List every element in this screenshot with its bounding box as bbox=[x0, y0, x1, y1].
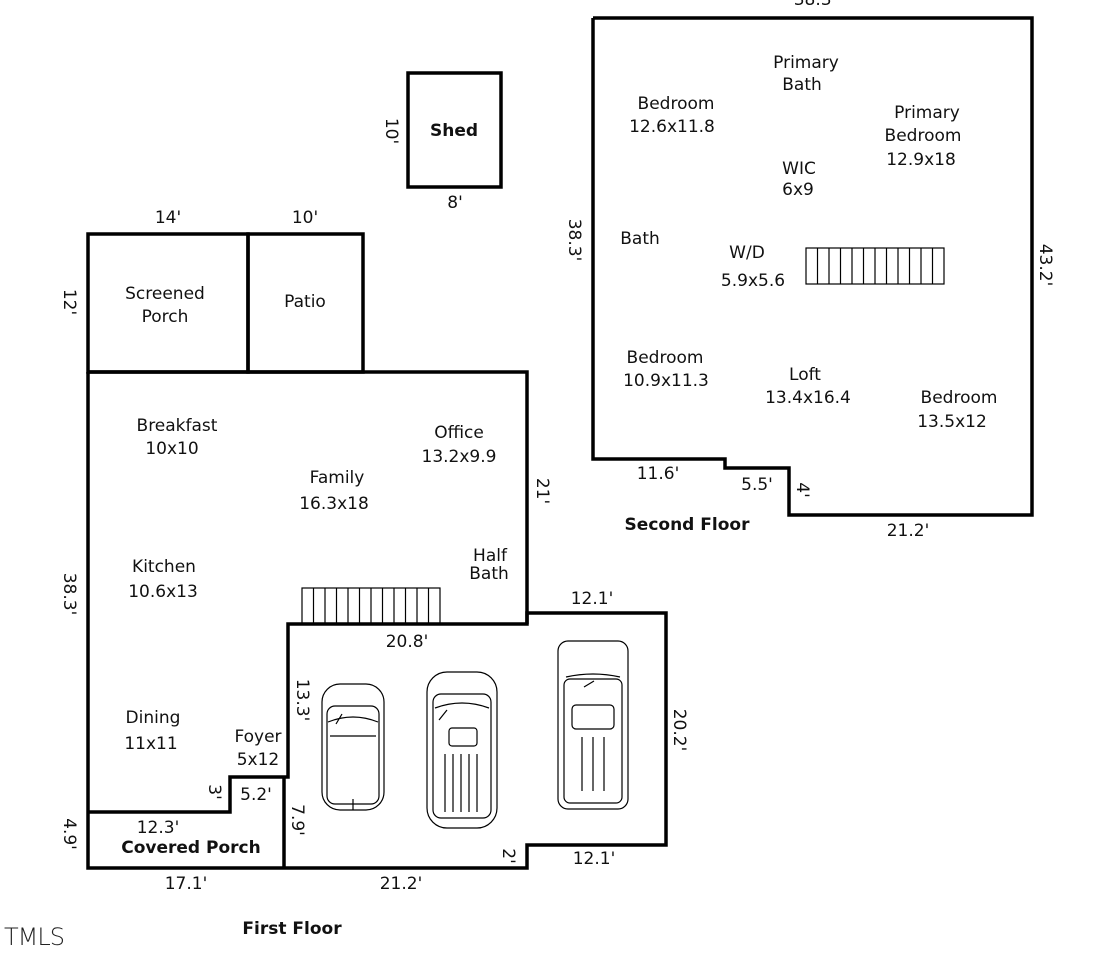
dim-second-step-side: 4' bbox=[792, 482, 812, 498]
room-kitchen-size: 10.6x13 bbox=[128, 582, 198, 602]
dim-second-step: 5.5' bbox=[741, 475, 773, 495]
room-primary-bath-line2: Bath bbox=[782, 75, 822, 95]
room-primary-bedroom-size: 12.9x18 bbox=[886, 150, 956, 170]
second-floor-outline bbox=[591, 16, 1034, 517]
dim-garage-top: 20.8' bbox=[386, 632, 429, 652]
first-floor: 14' 10' 12' Screened Porch Patio Breakfa… bbox=[59, 208, 689, 939]
shed: Shed 10' 8' bbox=[381, 71, 503, 213]
room-covered-porch: Covered Porch bbox=[121, 838, 260, 858]
dim-left-main: 38.3' bbox=[59, 573, 79, 616]
garage-outline bbox=[86, 372, 668, 870]
room-primary-bedroom: Primary bbox=[894, 103, 960, 123]
room-wic: WIC bbox=[782, 159, 816, 179]
room-loft-size: 13.4x16.4 bbox=[765, 388, 851, 408]
dim-garage-right: 20.2' bbox=[669, 709, 689, 752]
main-house-outline bbox=[88, 370, 529, 814]
dim-porch-top: 14' bbox=[155, 208, 181, 228]
room-wd: W/D bbox=[729, 243, 765, 263]
room-foyer: Foyer bbox=[234, 727, 281, 747]
car-icon bbox=[321, 683, 385, 811]
dim-second-left: 38.3' bbox=[564, 219, 584, 262]
dim-porch-left: 4.9' bbox=[59, 818, 79, 850]
room-dining: Dining bbox=[126, 708, 181, 728]
room-family: Family bbox=[310, 468, 365, 488]
first-floor-stairs bbox=[301, 587, 441, 625]
room-bedroom-1: Bedroom bbox=[638, 94, 715, 114]
room-bedroom-3-size: 13.5x12 bbox=[917, 412, 987, 432]
dim-second-bottom: 21.2' bbox=[887, 521, 930, 541]
room-wd-size: 5.9x5.6 bbox=[721, 271, 785, 291]
room-office: Office bbox=[434, 423, 484, 443]
shed-dim-bottom: 8' bbox=[447, 193, 463, 213]
mls-watermark: TMLS bbox=[4, 923, 64, 951]
dim-porch-inner: 12.3' bbox=[137, 818, 180, 838]
room-primary-bath: Primary bbox=[773, 53, 839, 73]
dim-second-right: 43.2' bbox=[1035, 244, 1055, 287]
room-loft: Loft bbox=[789, 365, 821, 385]
room-foyer-size: 5x12 bbox=[237, 750, 280, 770]
dim-foyer-step: 3' bbox=[204, 784, 224, 800]
room-office-size: 13.2x9.9 bbox=[422, 447, 497, 467]
second-floor-stairs bbox=[805, 247, 945, 285]
room-family-size: 16.3x18 bbox=[299, 494, 369, 514]
first-floor-title: First Floor bbox=[242, 919, 342, 939]
dim-second-top: 38.3' bbox=[794, 0, 837, 10]
dim-garage-step: 2' bbox=[498, 848, 518, 864]
room-bedroom-1-size: 12.6x11.8 bbox=[629, 117, 715, 137]
car-icon bbox=[426, 671, 498, 829]
dim-foyer-bottom: 5.2' bbox=[240, 785, 272, 805]
dim-patio-top: 10' bbox=[292, 208, 318, 228]
room-bedroom-2: Bedroom bbox=[627, 348, 704, 368]
dim-garage-left-lower: 7.9' bbox=[287, 804, 307, 836]
room-bedroom-2-size: 10.9x11.3 bbox=[623, 371, 709, 391]
room-screened-porch: Screened bbox=[125, 284, 205, 304]
dim-garage-bottom: 21.2' bbox=[380, 874, 423, 894]
dim-garage-left-upper: 13.3' bbox=[292, 679, 312, 722]
room-patio: Patio bbox=[284, 292, 326, 312]
room-half-bath-line2: Bath bbox=[469, 564, 509, 584]
room-kitchen: Kitchen bbox=[132, 557, 196, 577]
second-floor: 38.3' 38.3' 43.2' 11.6' 5.5' 4' 21.2' Pr… bbox=[564, 0, 1055, 541]
room-half-bath: Half bbox=[473, 546, 508, 566]
shed-outline bbox=[406, 71, 503, 189]
room-dining-size: 11x11 bbox=[124, 734, 177, 754]
dim-porch-side: 12' bbox=[59, 289, 79, 315]
room-breakfast-size: 10x10 bbox=[145, 439, 198, 459]
room-wic-size: 6x9 bbox=[782, 180, 814, 200]
second-floor-title: Second Floor bbox=[625, 515, 751, 535]
dim-garage-top-right: 12.1' bbox=[571, 589, 614, 609]
dim-garage-bottom-right: 12.1' bbox=[573, 849, 616, 869]
room-primary-bedroom-line2: Bedroom bbox=[885, 126, 962, 146]
shed-dim-side: 10' bbox=[381, 118, 401, 144]
room-screened-porch-line2: Porch bbox=[142, 307, 189, 327]
car-icon bbox=[557, 640, 629, 810]
dim-right-main: 21' bbox=[532, 478, 552, 504]
dim-second-bottom-left: 11.6' bbox=[637, 464, 680, 484]
room-bath: Bath bbox=[620, 229, 660, 249]
dim-porch-bottom: 17.1' bbox=[165, 874, 208, 894]
room-breakfast: Breakfast bbox=[137, 416, 218, 436]
shed-label: Shed bbox=[430, 121, 478, 141]
room-bedroom-3: Bedroom bbox=[921, 388, 998, 408]
